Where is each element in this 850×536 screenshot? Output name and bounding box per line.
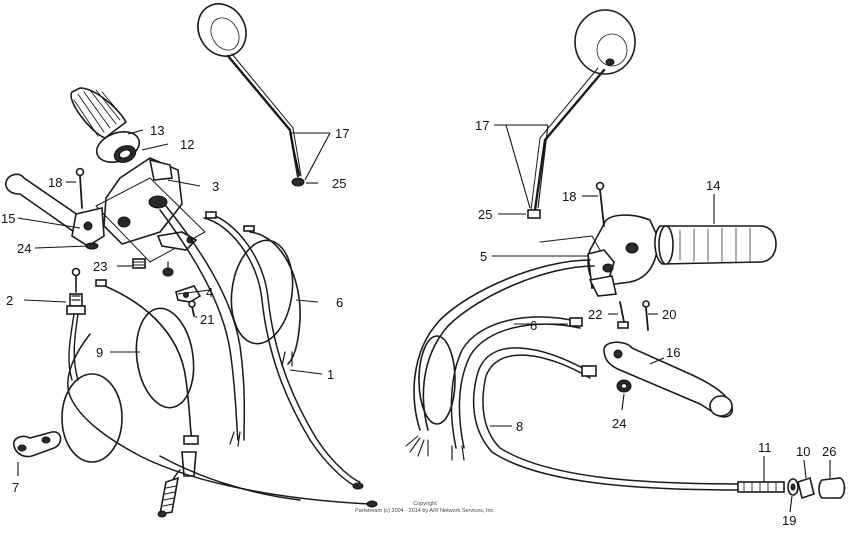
clamp-4[interactable] [175,285,202,303]
callout-11: 11 [758,440,772,455]
callout-25-right: 25 [478,207,492,222]
cable-8[interactable] [472,347,741,491]
callout-24-left: 24 [17,241,31,256]
left-mirror[interactable] [189,0,305,187]
callout-10: 10 [796,444,810,459]
adjuster-11[interactable] [737,481,785,493]
left-grip[interactable] [70,87,143,168]
callout-21: 21 [200,312,214,327]
callout-3: 3 [212,179,219,194]
nut-10[interactable] [797,476,815,500]
callout-24-right: 24 [612,416,626,431]
nut-24-right[interactable] [616,379,632,393]
wire-harness-left[interactable] [159,205,246,447]
washer-19[interactable] [787,478,799,496]
callout-23: 23 [93,259,107,274]
callout-17-left: 17 [335,126,349,141]
wire-harness-right[interactable] [405,259,595,457]
callout-8: 8 [516,419,523,434]
clutch-cable-long[interactable] [61,333,378,518]
copyright-line-1: Copyright [413,501,437,507]
screw-20[interactable] [642,300,650,331]
nut-near-23[interactable] [162,261,174,277]
callout-19: 19 [782,513,796,528]
screw-22[interactable] [617,301,629,329]
callout-25-left: 25 [332,176,346,191]
callout-2: 2 [6,293,13,308]
leader-lines [17,124,831,513]
callout-15: 15 [1,211,15,226]
callout-4: 4 [206,285,213,300]
copyright-line-2: Partstream (c) 2004 - 2014 by ARI Networ… [355,508,495,514]
screw-23[interactable] [132,258,146,269]
right-lever[interactable] [603,341,734,418]
callout-14: 14 [706,178,720,193]
callout-18-left: 18 [48,175,62,190]
screw-18-left[interactable] [75,167,85,209]
callout-1: 1 [327,367,334,382]
left-switch-housing[interactable] [95,157,206,263]
screw-21[interactable] [188,300,196,317]
callout-5: 5 [480,249,487,264]
callout-22: 22 [588,307,602,322]
right-switch-housing[interactable] [539,214,659,297]
part-7-bracket[interactable] [12,431,62,458]
switch-2[interactable] [66,267,86,381]
callout-26: 26 [822,444,836,459]
callout-16: 16 [666,345,680,360]
callout-13: 13 [150,123,164,138]
callout-20: 20 [662,307,676,322]
right-mirror[interactable] [527,9,636,219]
cable-1[interactable] [203,211,364,490]
callout-9: 9 [96,345,103,360]
cable-6-left[interactable] [225,225,301,367]
callout-6-left: 6 [336,295,343,310]
callout-6-right: 6 [530,318,537,333]
callout-7: 7 [12,480,19,495]
callout-labels: 13 12 3 17 25 18 15 24 23 2 9 6 1 4 21 7… [1,118,836,528]
right-grip[interactable] [654,225,777,265]
screw-18-right[interactable] [595,181,605,227]
callout-12: 12 [180,137,194,152]
cable-6-right[interactable] [450,316,583,461]
callout-18-right: 18 [562,189,576,204]
callout-17-right: 17 [475,118,489,133]
copyright-notice: Copyright Partstream (c) 2004 - 2014 by … [355,501,495,514]
cap-26[interactable] [818,477,846,499]
cable-9[interactable] [95,279,200,477]
